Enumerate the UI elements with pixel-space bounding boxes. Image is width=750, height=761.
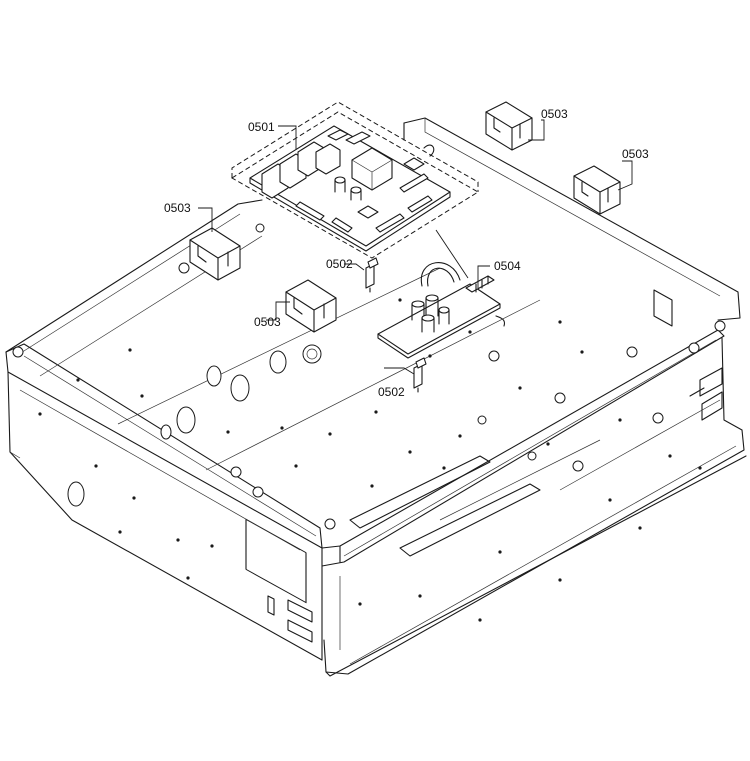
rivet-dots (38, 298, 702, 622)
callout-0504: 0504 (494, 259, 521, 273)
chassis-housing (5, 117, 747, 677)
standoff-0502-upper (365, 257, 379, 293)
callout-0503-c: 0503 (164, 201, 191, 215)
relay-block-0503-b (573, 165, 621, 215)
callout-0503-b: 0503 (622, 147, 649, 161)
standoff-0502-lower (413, 357, 427, 393)
grommet-set (12, 223, 726, 530)
callout-0502-b: 0502 (378, 385, 405, 399)
leader-lines (198, 119, 633, 375)
callout-0503-d: 0503 (254, 315, 281, 329)
power-board-0504 (377, 262, 506, 359)
control-board-0501 (231, 101, 479, 259)
callout-0502-a: 0502 (326, 257, 353, 271)
callout-0503-a: 0503 (541, 107, 568, 121)
relay-block-0503-a (485, 101, 533, 151)
relay-block-0503-d (285, 279, 337, 333)
callout-0501: 0501 (248, 120, 275, 134)
relay-block-0503-c (189, 227, 241, 281)
